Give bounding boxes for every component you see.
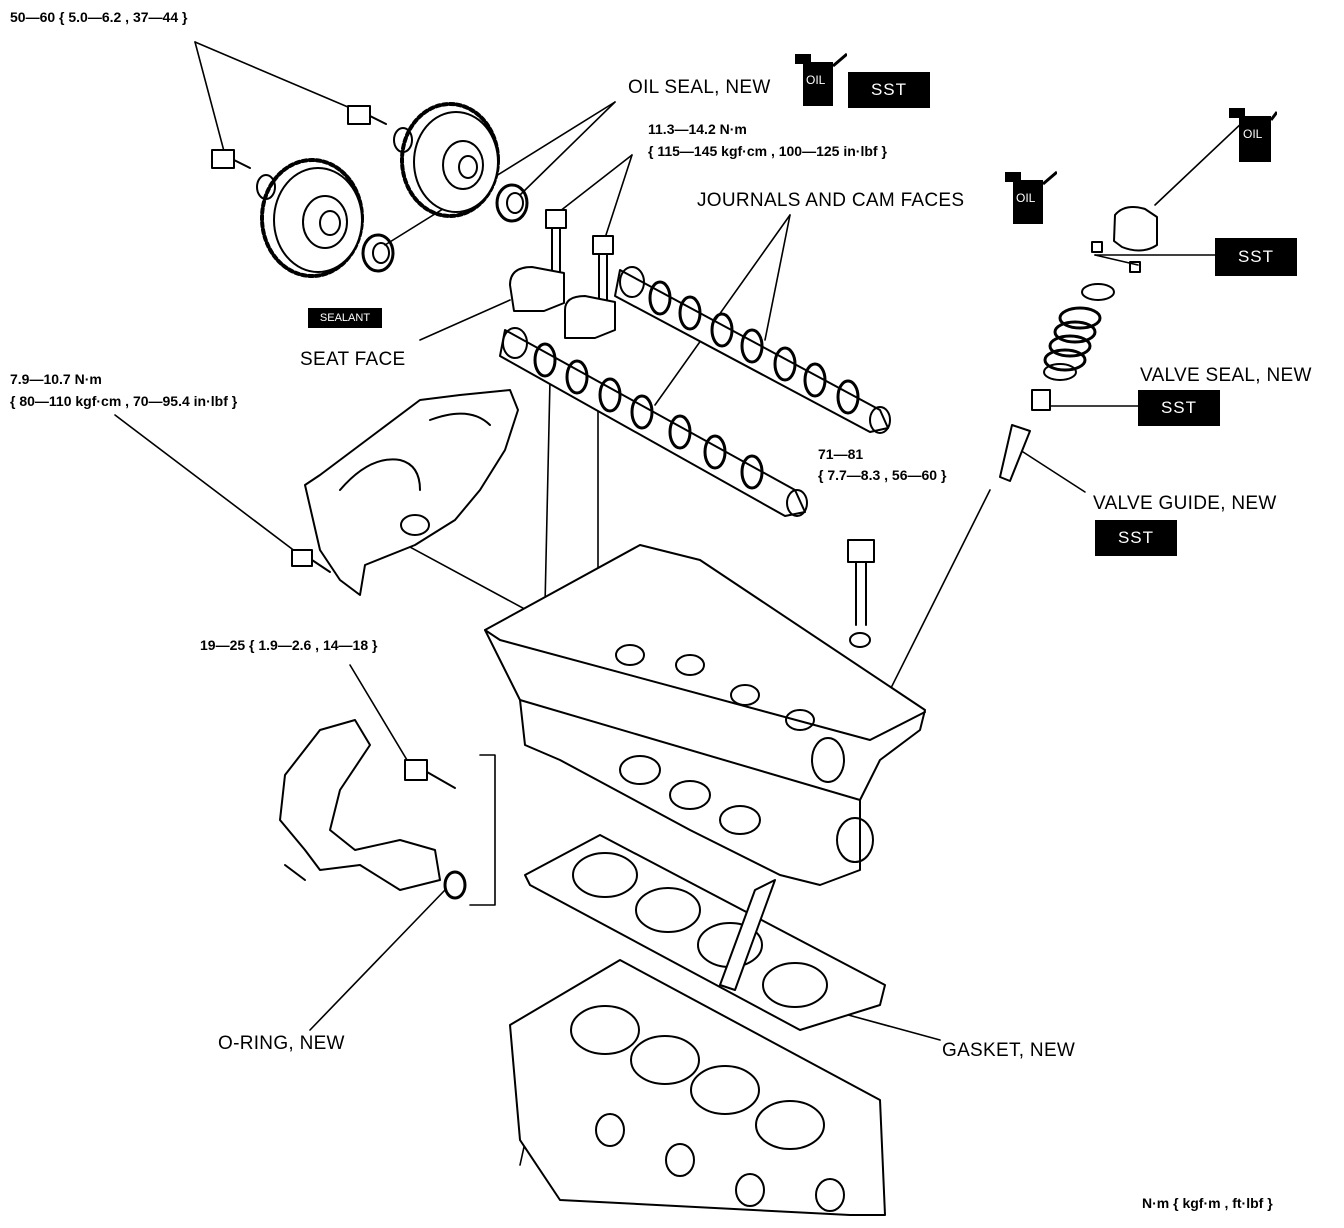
oil-can-icon: OIL — [1005, 168, 1058, 226]
oil-seals — [361, 183, 529, 273]
oil-can-icon: OIL — [1225, 104, 1279, 164]
sealant-icon: SEALANT — [308, 308, 382, 328]
units-legend: N·m { kgf·m , ft·lbf } — [1142, 1195, 1273, 1211]
cylinder-block — [509, 959, 886, 1216]
camshaft-sprocket-upper — [400, 102, 500, 218]
oil-seal-label: OIL SEAL, NEW — [628, 77, 771, 98]
sst-badge-tappet: SST — [1215, 238, 1297, 276]
head-gasket — [524, 834, 886, 1031]
journals-cam-faces-label: JOURNALS AND CAM FACES — [697, 190, 965, 211]
cap-bolts — [545, 209, 614, 301]
torque-spec-cover-bolt-sub: { 80—110 kgf·cm , 70—95.4 in·lbf } — [10, 393, 238, 409]
seat-face-label: SEAT FACE — [300, 349, 406, 370]
oil-can-icon: OIL — [795, 50, 848, 108]
valve-guide-label: VALVE GUIDE, NEW — [1093, 493, 1277, 514]
leader-lines — [114, 41, 1246, 1166]
torque-spec-cap-bolt-sub: { 115—145 kgf·cm , 100—125 in·lbf } — [648, 143, 887, 159]
dowel-rod — [719, 879, 776, 991]
torque-spec-cap-bolt: 11.3—14.2 N·m — [648, 121, 747, 137]
gasket-label: GASKET, NEW — [942, 1040, 1076, 1061]
sst-badge-valve-guide: SST — [1095, 520, 1177, 556]
camshaft-caps — [509, 266, 616, 339]
timing-belt-cover — [291, 389, 519, 596]
sprocket-bolts — [211, 105, 413, 200]
cylinder-head — [484, 544, 926, 886]
sst-badge-oil-seal: SST — [848, 72, 930, 108]
valve-train-parts — [999, 206, 1158, 482]
camshaft-exhaust — [614, 266, 891, 434]
head-bolt — [847, 539, 875, 648]
water-outlet-housing — [279, 719, 467, 900]
camshaft-sprocket-lower — [260, 158, 364, 278]
torque-spec-cover-bolt: 7.9—10.7 N·m — [10, 371, 102, 387]
torque-spec-head-bolt-sub: { 7.7—8.3 , 56—60 } — [818, 467, 947, 483]
torque-spec-head-bolt: 71—81 — [818, 446, 864, 462]
torque-spec-sprocket-bolt: 50—60 { 5.0—6.2 , 37—44 } — [10, 9, 188, 25]
sst-badge-valve-seal: SST — [1138, 390, 1220, 426]
valve-seal-label: VALVE SEAL, NEW — [1140, 365, 1312, 386]
o-ring-label: O-RING, NEW — [218, 1033, 345, 1054]
oil-can-icon-text: OIL — [1243, 127, 1263, 141]
oil-can-icon-text: OIL — [1016, 191, 1036, 205]
oil-can-icon-text: OIL — [806, 73, 826, 87]
camshaft-intake — [499, 327, 808, 517]
torque-spec-housing-bolt: 19—25 { 1.9—2.6 , 14—18 } — [200, 637, 378, 653]
